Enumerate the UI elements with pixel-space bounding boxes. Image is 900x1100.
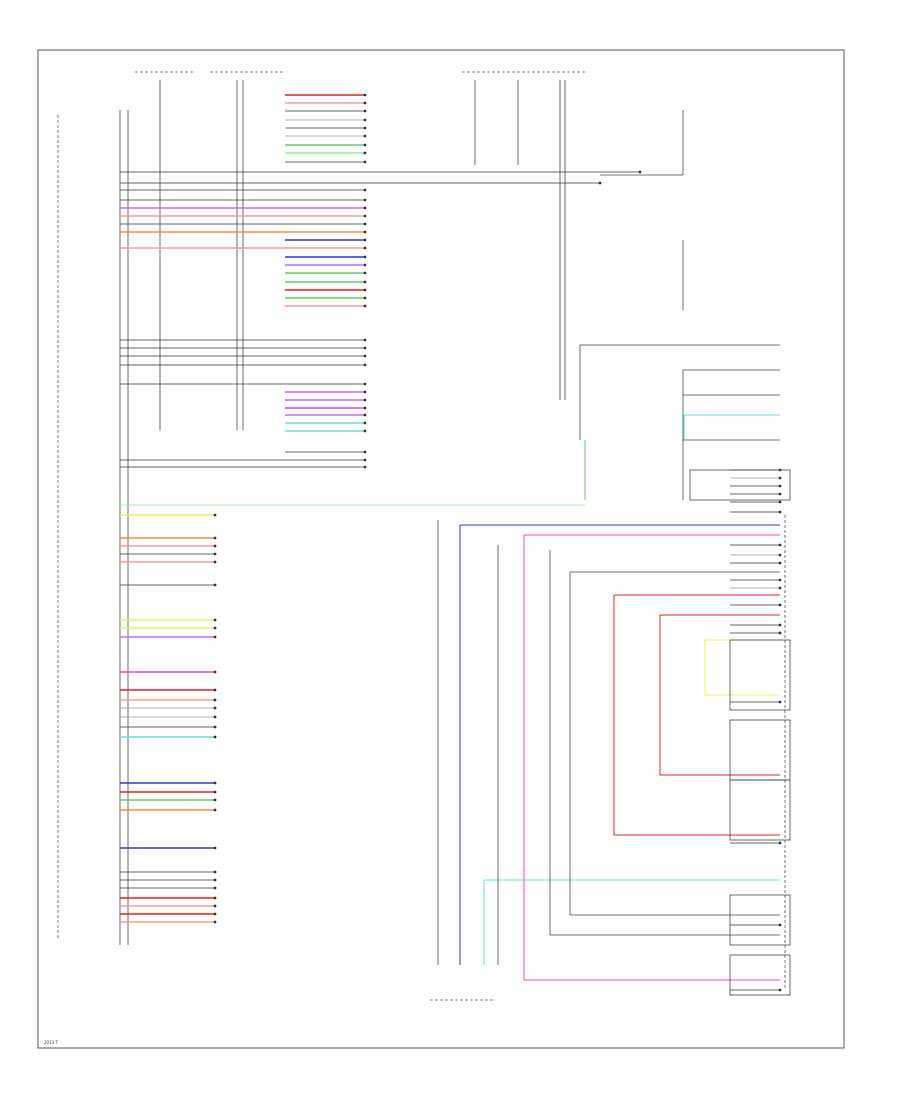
wire-terminal	[213, 626, 217, 630]
wire-terminal	[213, 618, 217, 622]
wire-terminal	[363, 118, 367, 122]
wire-terminal	[778, 561, 782, 565]
wire-terminal	[213, 513, 217, 517]
ecm-pin-column	[57, 110, 129, 945]
wire-terminal	[363, 238, 367, 242]
wire-terminal	[363, 160, 367, 164]
wire-terminal	[363, 126, 367, 130]
right-component-boxes	[689, 469, 791, 996]
wire-terminal	[363, 230, 367, 234]
wire-terminal	[213, 725, 217, 729]
wire-terminal	[778, 603, 782, 607]
wire-terminal	[778, 700, 782, 704]
wire-terminal	[778, 476, 782, 480]
wire-terminal	[363, 188, 367, 192]
wire-terminal	[778, 631, 782, 635]
wire-terminal	[363, 421, 367, 425]
wire-terminal	[363, 413, 367, 417]
wire-terminal	[213, 896, 217, 900]
wire-terminal	[213, 706, 217, 710]
wire-terminal	[213, 808, 217, 812]
wire-terminal	[363, 465, 367, 469]
wire-terminal	[213, 846, 217, 850]
wire-terminal	[363, 288, 367, 292]
wire-terminal	[363, 346, 367, 350]
wire-terminal	[213, 798, 217, 802]
wire-terminal	[363, 296, 367, 300]
wire-terminal	[778, 841, 782, 845]
wire-terminal	[363, 263, 367, 267]
wire-terminal	[213, 552, 217, 556]
wire-terminal	[213, 583, 217, 587]
wire-terminal	[363, 406, 367, 410]
wire-terminal	[213, 688, 217, 692]
wire-terminal	[598, 181, 602, 185]
wire-terminal	[778, 988, 782, 992]
wire-terminal	[363, 255, 367, 259]
wire-terminal	[363, 450, 367, 454]
wire-terminal	[213, 735, 217, 739]
wire-terminal	[213, 886, 217, 890]
wire-terminal	[638, 170, 642, 174]
wire-terminal	[213, 904, 217, 908]
wire-terminal	[213, 715, 217, 719]
wire-terminal	[363, 222, 367, 226]
wire-group	[120, 93, 782, 992]
wire-terminal	[213, 560, 217, 564]
wire-terminal	[213, 698, 217, 702]
wire-terminal	[363, 429, 367, 433]
wire-terminal	[363, 382, 367, 386]
wire-terminal	[778, 923, 782, 927]
wire-terminal	[213, 536, 217, 540]
wire-terminal	[213, 781, 217, 785]
wire-terminal	[363, 338, 367, 342]
wire-terminal	[213, 544, 217, 548]
wire-terminal	[363, 101, 367, 105]
top-fuse-blocks	[135, 71, 585, 430]
wire-terminal	[363, 198, 367, 202]
wire-terminal	[363, 93, 367, 97]
wire-terminal	[363, 280, 367, 284]
wire-terminal	[363, 151, 367, 155]
right-vertical-wires	[120, 110, 786, 1001]
wire-terminal	[778, 500, 782, 504]
wire-terminal	[213, 920, 217, 924]
wire-terminal	[778, 543, 782, 547]
wire-terminal	[778, 510, 782, 514]
wire-terminal	[213, 670, 217, 674]
wire-terminal	[778, 586, 782, 590]
wire-terminal	[213, 790, 217, 794]
diagram-frame	[37, 49, 845, 1049]
wire-terminal	[778, 553, 782, 557]
wire-terminal	[363, 304, 367, 308]
wire-terminal	[363, 458, 367, 462]
footer-label: 2013 T	[44, 1040, 58, 1045]
wire-terminal	[363, 143, 367, 147]
wire-terminal	[363, 271, 367, 275]
wire-terminal	[363, 206, 367, 210]
wire-terminal	[363, 214, 367, 218]
wire-terminal	[213, 878, 217, 882]
wire-terminal	[363, 354, 367, 358]
wire-terminal	[213, 870, 217, 874]
wire-terminal	[778, 484, 782, 488]
wire-terminal	[363, 363, 367, 367]
wire-terminal	[363, 398, 367, 402]
wire-terminal	[213, 912, 217, 916]
wire-terminal	[363, 134, 367, 138]
wire-terminal	[363, 390, 367, 394]
wire-terminal	[363, 246, 367, 250]
wire-terminal	[213, 635, 217, 639]
wire-terminal	[778, 578, 782, 582]
wire-terminal	[363, 109, 367, 113]
wire-terminal	[778, 492, 782, 496]
wire-terminal	[778, 623, 782, 627]
